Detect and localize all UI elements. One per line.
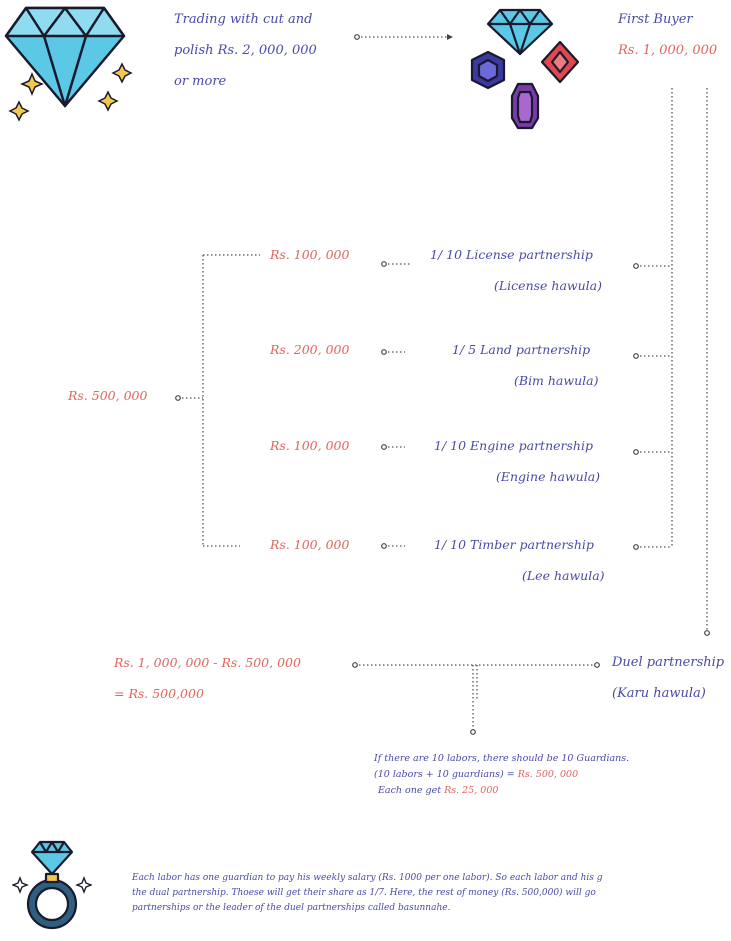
trading-text-line3: or more <box>174 74 227 89</box>
labor-note-line2: (10 labors + 10 guardians) = Rs. 500, 00… <box>374 768 578 782</box>
first-buyer-label: First Buyer <box>618 12 693 27</box>
gems-icon <box>470 8 580 130</box>
labor-note-line3: Each one get Rs. 25, 000 <box>378 784 498 798</box>
first-buyer-amount: Rs. 1, 000, 000 <box>618 43 718 58</box>
partnership-amount-license: Rs. 100, 000 <box>270 247 350 262</box>
partnership-amount-land: Rs. 200, 000 <box>270 342 350 357</box>
partnership-local-timber: (Lee hawula) <box>522 568 605 583</box>
partnership-name-license: 1/ 10 License partnership <box>430 247 593 262</box>
trading-text-line1: Trading with cut and <box>174 12 313 27</box>
partnership-amount-timber: Rs. 100, 000 <box>270 537 350 552</box>
labor-note-line3-amount: Rs. 25, 000 <box>444 785 499 796</box>
total-amount: Rs. 500, 000 <box>68 388 148 403</box>
labor-note-line2-text: (10 labors + 10 guardians) = <box>374 769 518 780</box>
partnership-name-timber: 1/ 10 Timber partnership <box>434 537 594 552</box>
calc-line2: = Rs. 500,000 <box>114 686 204 701</box>
calc-line1: Rs. 1, 000, 000 - Rs. 500, 000 <box>114 655 301 670</box>
ring-icon <box>12 840 92 930</box>
dual-partnership-local: (Karu hawula) <box>612 686 706 701</box>
dual-partnership-label: Duel partnership <box>612 655 725 670</box>
partnership-name-land: 1/ 5 Land partnership <box>452 342 591 357</box>
partnership-amount-engine: Rs. 100, 000 <box>270 438 350 453</box>
diamond-icon <box>4 6 133 122</box>
partnership-name-engine: 1/ 10 Engine partnership <box>434 438 593 453</box>
partnership-local-engine: (Engine hawula) <box>496 469 601 484</box>
footer-line3: partnerships or the leader of the duel p… <box>132 903 451 913</box>
labor-note-line1: If there are 10 labors, there should be … <box>374 753 630 764</box>
labor-note-line3-text: Each one get <box>378 785 445 796</box>
trading-text-line2: polish Rs. 2, 000, 000 <box>174 43 317 58</box>
partnership-local-license: (License hawula) <box>494 278 602 293</box>
labor-note-line2-amount: Rs. 500, 000 <box>517 769 579 780</box>
footer-line1: Each labor has one guardian to pay his w… <box>132 873 603 883</box>
partnership-local-land: (Bim hawula) <box>514 373 599 388</box>
footer-line2: the dual partnership. Thoese will get th… <box>132 888 596 898</box>
